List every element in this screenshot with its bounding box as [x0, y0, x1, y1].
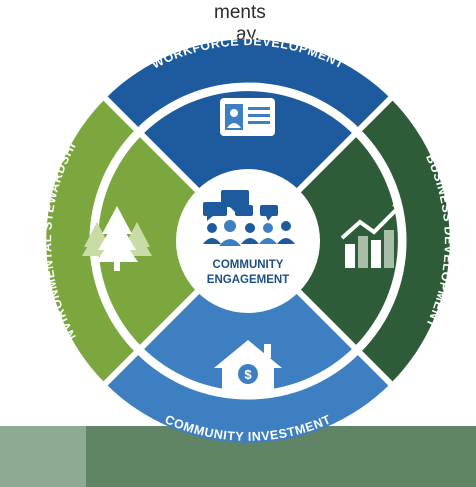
business-inner-segment	[248, 135, 398, 347]
investment-outer-segment	[105, 353, 391, 443]
house-dollar-icon: $	[214, 340, 282, 392]
id-card-icon	[220, 98, 275, 136]
center-label-line-2: ENGAGEMENT	[207, 274, 289, 286]
intro-text-line-1: ments	[214, 2, 266, 23]
environment-outer-segment	[46, 98, 136, 384]
outer-ring	[46, 39, 450, 443]
workforce-inner-segment	[142, 91, 354, 241]
business-outer-segment	[360, 98, 450, 384]
investment-inner-segment	[142, 241, 354, 391]
people-chat-icon	[203, 190, 295, 246]
center-label-line-1: COMMUNITY	[213, 259, 284, 271]
environment-inner-segment	[98, 135, 249, 347]
growth-chart-icon	[340, 204, 402, 268]
bottom-band-accent	[0, 426, 86, 487]
workforce-outer-segment	[105, 39, 391, 129]
trees-icon	[82, 206, 152, 271]
svg-text:$: $	[244, 367, 252, 382]
inner-ring	[98, 91, 398, 391]
